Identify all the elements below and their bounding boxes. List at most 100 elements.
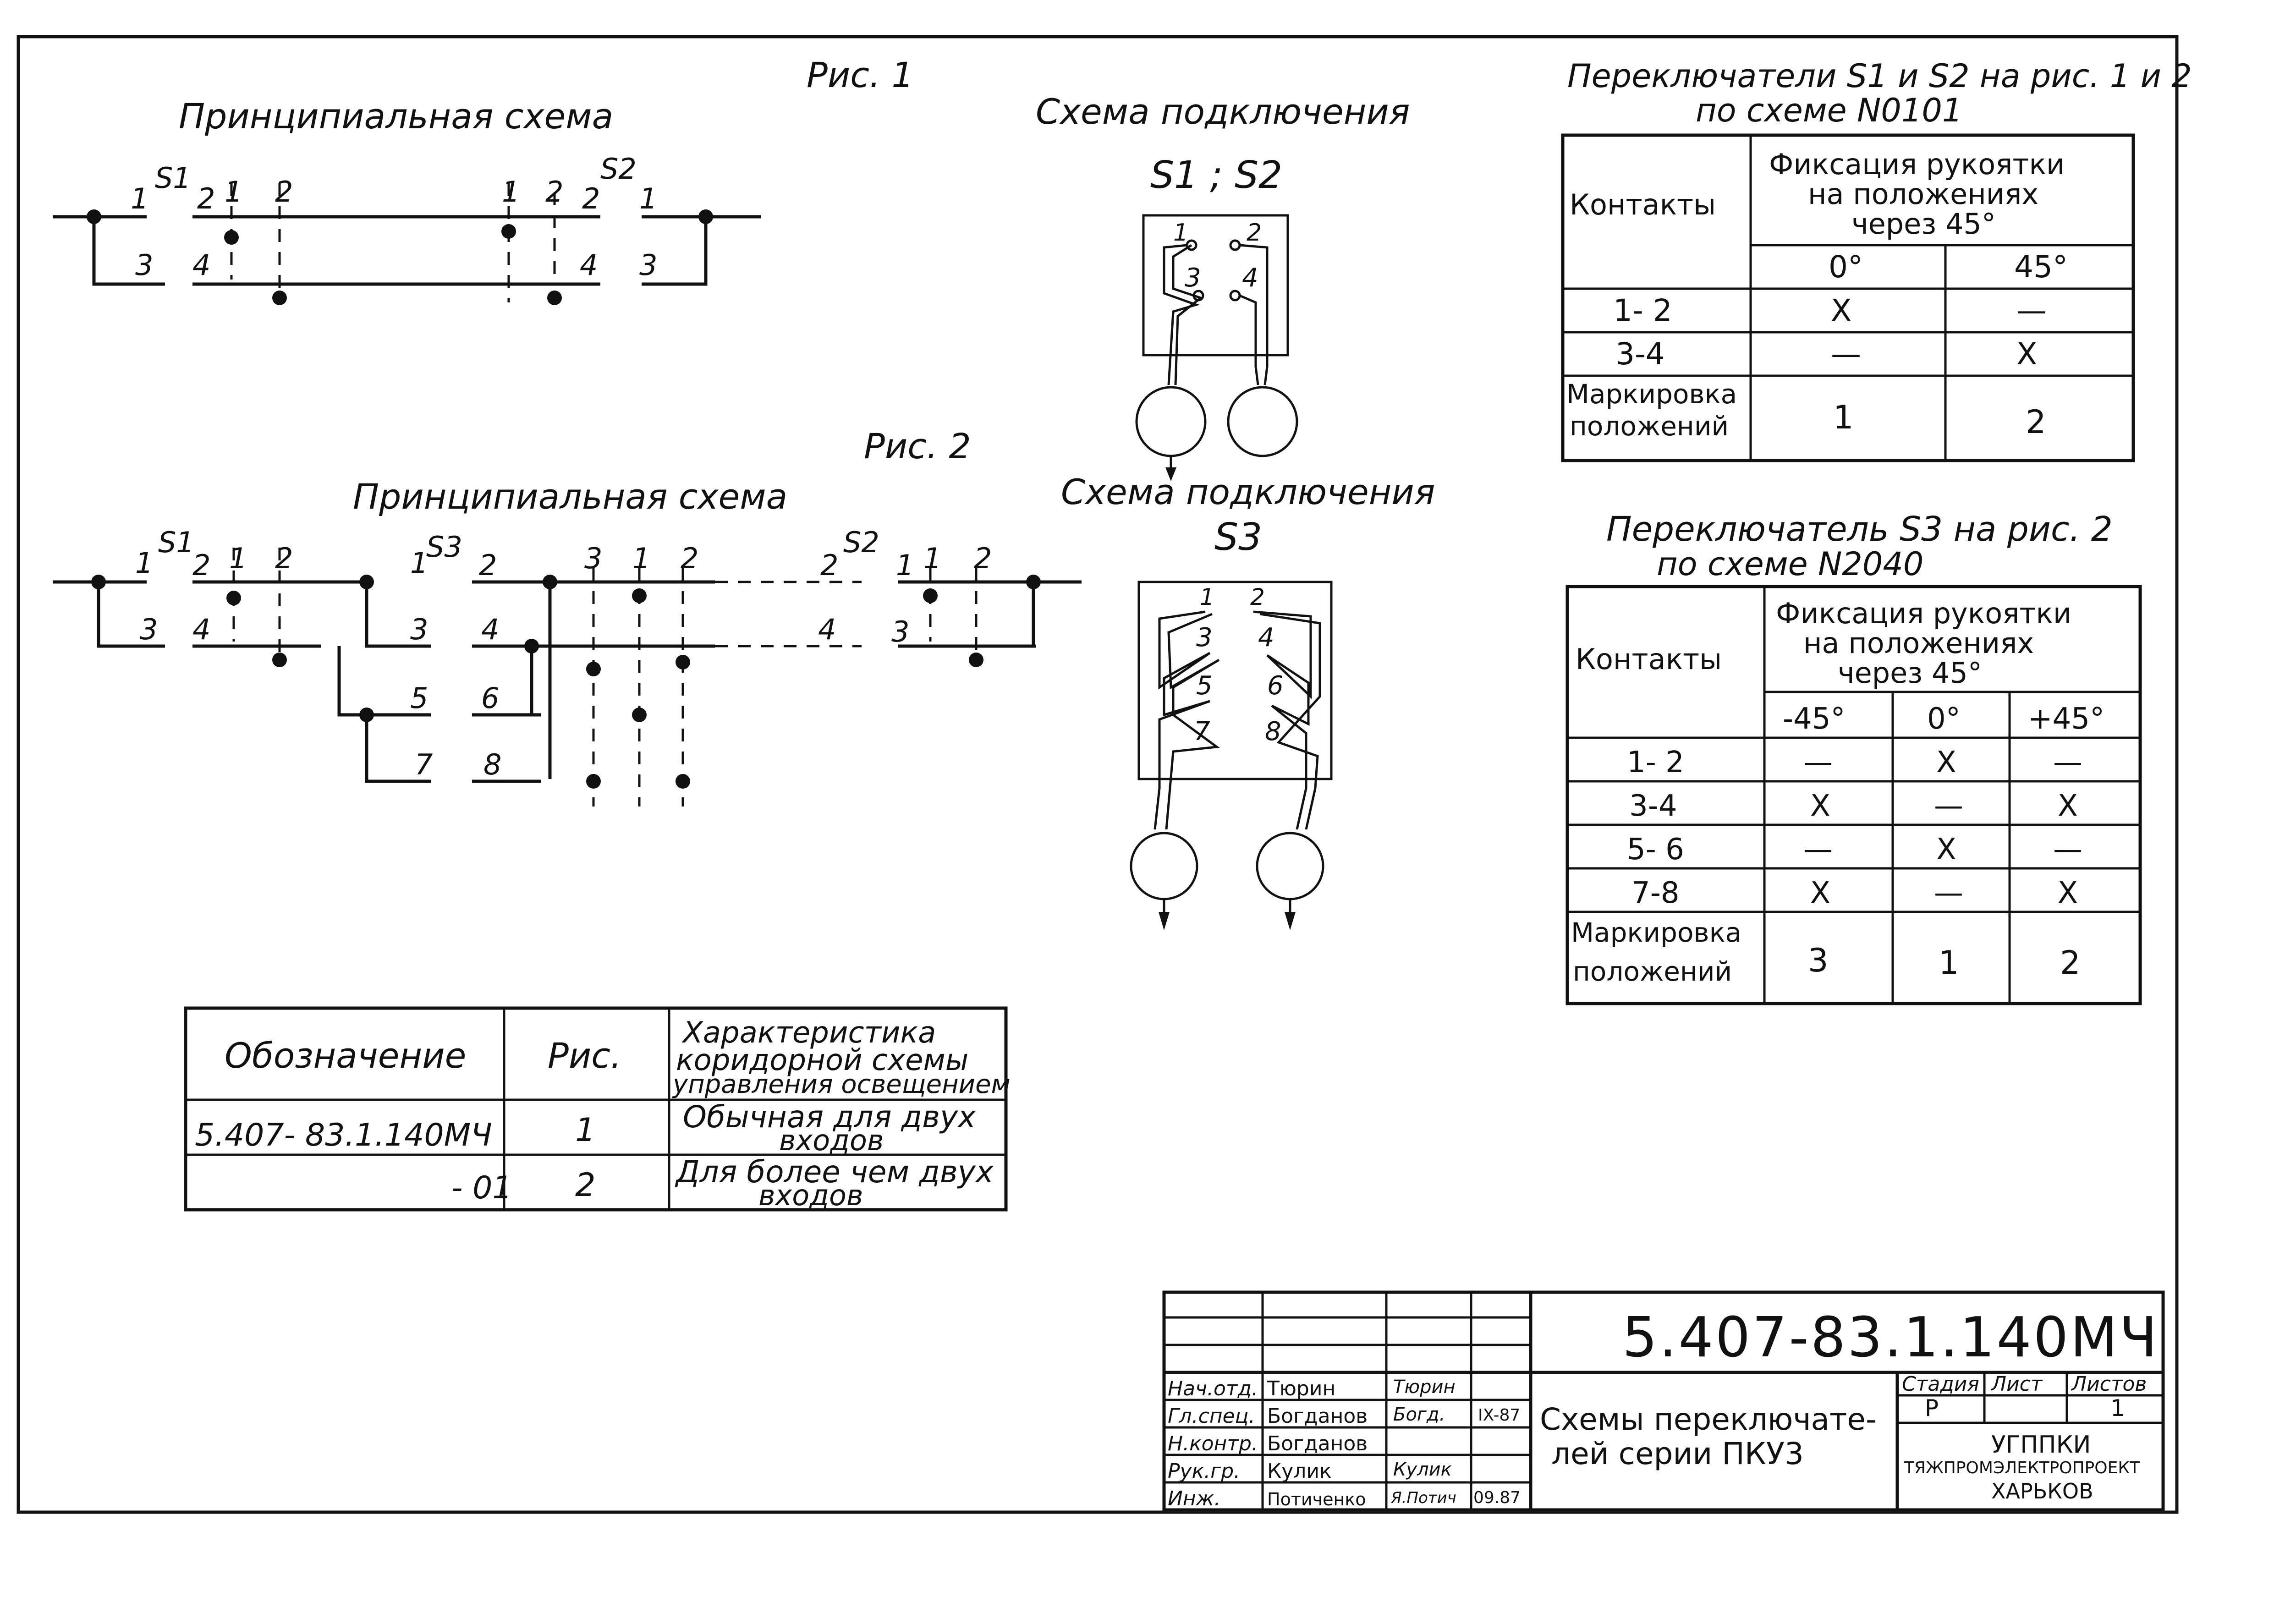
svg-text:S1: S1	[158, 526, 194, 559]
svg-text:—: —	[2053, 833, 2082, 867]
svg-text:1: 1	[575, 1111, 596, 1149]
svg-text:по схеме N0101: по схеме N0101	[1696, 92, 1962, 129]
svg-text:—: —	[1934, 789, 1963, 823]
svg-text:5: 5	[410, 681, 428, 715]
svg-text:X: X	[1831, 293, 1851, 328]
table3: Обозначение Рис. Характеристика коридорн…	[184, 1006, 1011, 1212]
svg-text:4: 4	[818, 613, 836, 646]
svg-text:—: —	[1803, 746, 1833, 779]
svg-text:4: 4	[580, 248, 598, 282]
svg-text:1: 1	[131, 182, 148, 215]
svg-text:X: X	[2058, 789, 2078, 823]
svg-text:45°: 45°	[2014, 249, 2068, 285]
svg-text:Листов: Листов	[2071, 1372, 2147, 1396]
document-code: 5.407-83.1.140МЧ	[1622, 1306, 2159, 1370]
svg-text:2: 2	[1247, 219, 1262, 247]
svg-text:1: 1	[1173, 219, 1188, 247]
svg-text:3: 3	[410, 613, 428, 646]
svg-text:3: 3	[639, 248, 657, 282]
svg-text:1: 1	[135, 546, 153, 580]
fig2-caption: Рис. 2	[864, 426, 971, 466]
svg-text:8: 8	[483, 748, 501, 781]
fig2-connection-title: Схема подключения	[1061, 472, 1435, 512]
svg-text:1: 1	[2110, 1395, 2125, 1421]
svg-text:ТЯЖПРОМЭЛЕКТРОПРОЕКТ: ТЯЖПРОМЭЛЕКТРОПРОЕКТ	[1904, 1459, 2140, 1477]
svg-text:1- 2: 1- 2	[1613, 293, 1672, 328]
svg-text:1: 1	[1200, 584, 1214, 610]
svg-text:1: 1	[1833, 399, 1854, 436]
svg-text:2: 2	[545, 175, 563, 208]
svg-text:Рис.: Рис.	[548, 1035, 621, 1076]
svg-text:управления освещением: управления освещением	[672, 1070, 1011, 1099]
svg-text:7: 7	[415, 748, 433, 781]
svg-text:X: X	[2016, 336, 2037, 372]
fig1-schematic-title: Принципиальная схема	[179, 96, 613, 137]
svg-text:1: 1	[502, 175, 520, 208]
svg-text:3: 3	[1808, 942, 1829, 979]
svg-text:1: 1	[410, 546, 428, 580]
svg-text:—: —	[1934, 876, 1963, 910]
svg-text:5.407- 83.1.140МЧ: 5.407- 83.1.140МЧ	[195, 1117, 492, 1153]
svg-text:по схеме N2040: по схеме N2040	[1657, 545, 1923, 583]
svg-text:положений: положений	[1573, 956, 1732, 987]
svg-text:1- 2: 1- 2	[1627, 746, 1684, 779]
svg-text:4: 4	[1242, 263, 1258, 293]
svg-text:IX-87: IX-87	[1478, 1406, 1520, 1425]
svg-text:Переключатели S1 и S2 на рис.: Переключатели S1 и S2 на рис. 1 и 2	[1567, 57, 2192, 95]
fig1-connection-subtitle: S1 ; S2	[1150, 154, 1282, 197]
svg-text:Рук.гр.: Рук.гр.	[1168, 1459, 1240, 1483]
svg-text:S1: S1	[155, 161, 191, 195]
svg-text:6: 6	[1267, 671, 1284, 701]
svg-text:входов: входов	[779, 1124, 884, 1157]
fig1-connection-title: Схема подключения	[1036, 91, 1410, 132]
svg-text:1: 1	[632, 542, 650, 575]
svg-text:6: 6	[481, 681, 499, 715]
svg-text:5- 6: 5- 6	[1627, 833, 1684, 867]
svg-text:2: 2	[582, 182, 600, 215]
svg-text:Характеристика: Характеристика	[681, 1016, 936, 1050]
svg-text:Лист: Лист	[1990, 1372, 2043, 1396]
svg-text:1: 1	[229, 542, 247, 575]
svg-text:2: 2	[2060, 944, 2081, 982]
svg-text:4: 4	[192, 613, 210, 646]
svg-text:Богд.: Богд.	[1393, 1404, 1445, 1425]
svg-text:2: 2	[820, 549, 838, 582]
svg-text:4: 4	[481, 613, 499, 646]
title-block: 5.407-83.1.140МЧ Схемы переключате- лей …	[1162, 1290, 2165, 1512]
fig2-connection-diagram: 1 2 3 4 5 6 7 8	[1130, 581, 1333, 930]
fig2-schematic: 1 S1 2 1 2 3 4 1 S3 2 3 1 2 3 4 5 6 7 8 …	[53, 526, 1082, 807]
svg-text:2: 2	[2026, 403, 2046, 441]
svg-text:2: 2	[192, 549, 210, 582]
svg-text:2: 2	[479, 549, 497, 582]
svg-text:S3: S3	[426, 530, 462, 564]
svg-text:2: 2	[275, 542, 293, 575]
svg-text:1: 1	[923, 542, 941, 575]
svg-text:-45°: -45°	[1783, 702, 1846, 736]
fig2-connection-subtitle: S3	[1214, 516, 1262, 559]
svg-text:Нач.отд.: Нач.отд.	[1168, 1377, 1258, 1400]
svg-text:Маркировка: Маркировка	[1566, 379, 1737, 410]
svg-text:3: 3	[135, 248, 153, 282]
svg-text:3-4: 3-4	[1615, 336, 1665, 372]
fig2: Рис. 2 Принципиальная схема	[53, 426, 1435, 930]
svg-text:коридорной схемы: коридорной схемы	[676, 1043, 968, 1077]
fig1: Рис. 1 Принципиальная схема 1 S1 2	[53, 55, 1410, 481]
svg-text:X: X	[1810, 789, 1830, 823]
svg-text:—: —	[1803, 833, 1833, 867]
svg-text:2: 2	[974, 542, 992, 575]
svg-text:3: 3	[140, 613, 158, 646]
svg-text:на положениях: на положениях	[1803, 626, 2034, 660]
svg-text:лей серии ПКУ3: лей серии ПКУ3	[1551, 1436, 1804, 1471]
svg-text:—: —	[2053, 746, 2082, 779]
svg-text:Обозначение: Обозначение	[225, 1035, 466, 1076]
svg-text:1: 1	[1939, 944, 1959, 982]
svg-text:1: 1	[896, 549, 914, 582]
svg-text:0°: 0°	[1927, 702, 1961, 736]
svg-text:Потиченко: Потиченко	[1267, 1489, 1366, 1509]
svg-text:3: 3	[1196, 623, 1213, 653]
svg-text:X: X	[2058, 876, 2078, 910]
svg-text:—: —	[1831, 336, 1861, 372]
svg-text:—: —	[2016, 293, 2047, 328]
fig1-connection-diagram: 1 2 3 4	[1135, 214, 1298, 481]
